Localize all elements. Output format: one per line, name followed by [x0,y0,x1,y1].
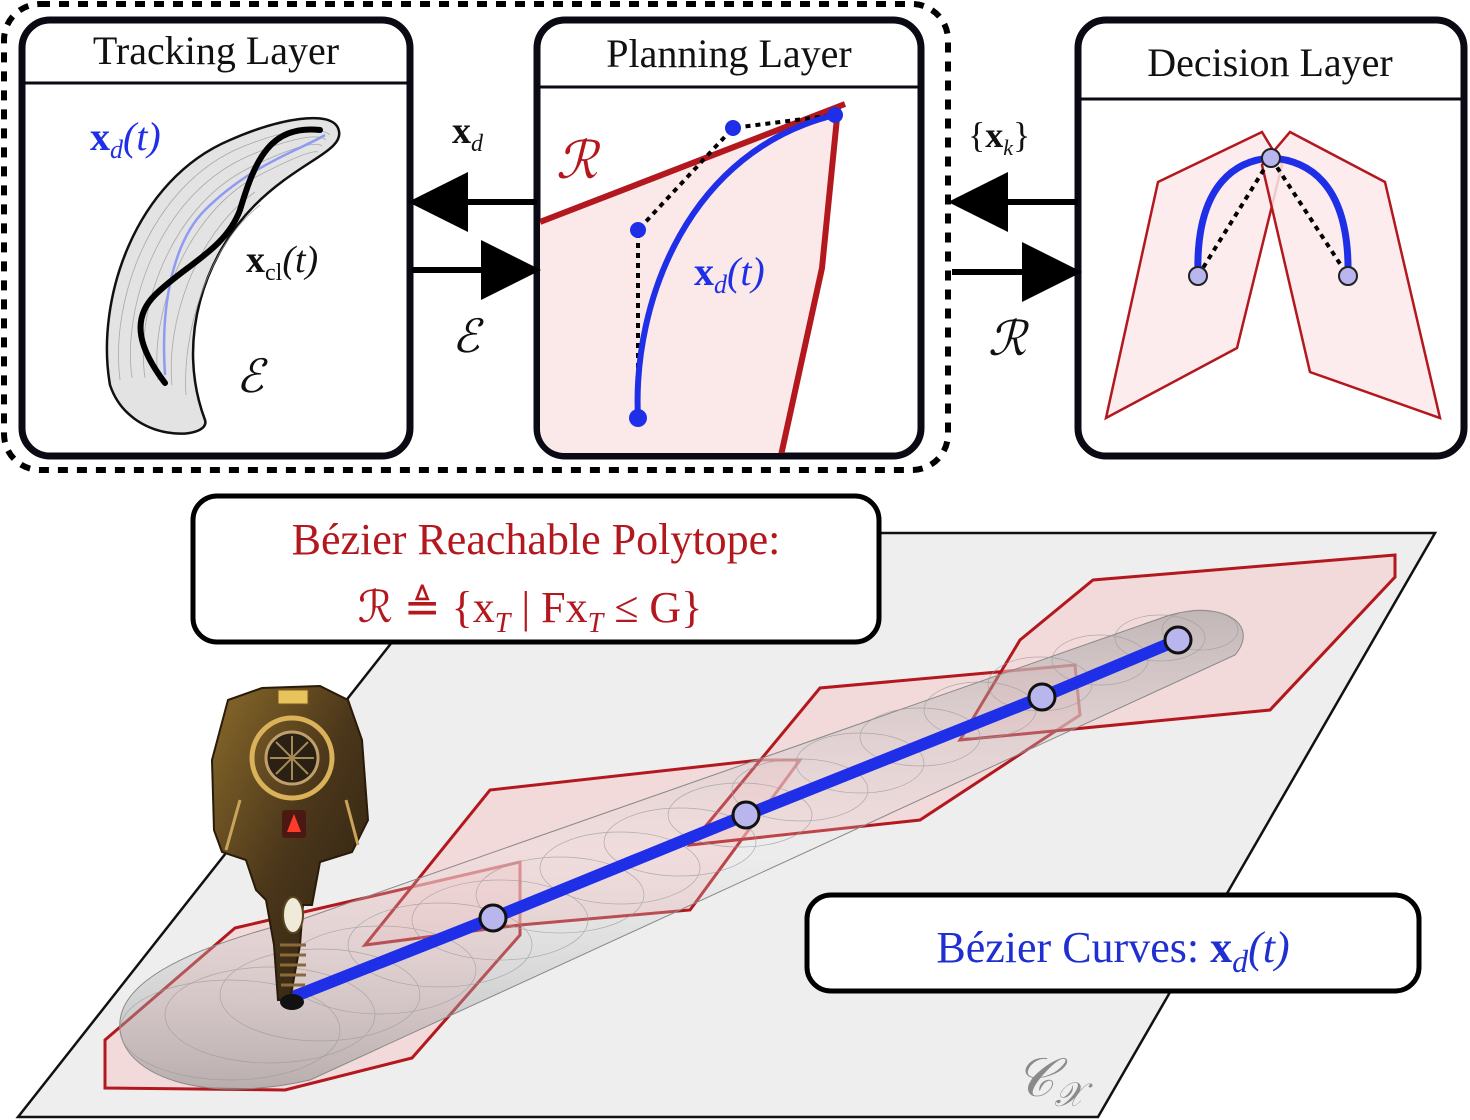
decision-node [1188,266,1208,286]
tracking-closed-loop-path [137,126,323,386]
tracking-planning-group-outline [1,1,951,473]
decision-control-polygon [1196,154,1350,278]
polytope-callout-title: Bézier Reachable Polytope: [292,515,781,564]
planning-control-polygon [636,113,836,418]
tracking-xcl-label: xcl(t) [246,239,318,286]
arrow-polytope-label: ℛ [988,313,1030,366]
planning-bezier-curve [634,112,836,419]
planning-control-point [630,222,646,238]
arrow-xd-label: xd [452,110,484,157]
trajectory-waypoint [478,903,508,933]
trajectory-waypoint [1027,682,1057,712]
polytope-callout-formula: ℛ ≜ {xT | FxT ≤ G} [358,583,703,639]
polytope-callout: Bézier Reachable Polytope: ℛ ≜ {xT | FxT… [190,493,882,645]
biped-robot-icon [210,684,370,1010]
planning-polytope-label: ℛ [556,133,601,190]
trajectory-waypoint [731,800,761,830]
tracking-ellipsoid-label: ℰ [236,351,268,402]
configuration-space-label: 𝒞𝒳 [1015,1048,1093,1114]
decision-layer-title: Decision Layer [1147,40,1392,85]
planning-control-point [629,409,647,427]
arrow-ellipsoid-label: ℰ [452,311,484,362]
planning-layer-title: Planning Layer [606,31,852,76]
planning-xd-label: xd(t) [694,249,765,299]
decision-layer-panel: Decision Layer [1074,16,1468,460]
decision-node [1261,148,1281,168]
tracking-xd-label: xd(t) [90,114,161,164]
tracking-layer-title: Tracking Layer [93,28,339,73]
arrow-waypoints-label: {xk} [968,115,1030,160]
decision-node [1338,266,1358,286]
planning-control-point [725,120,741,136]
tracking-layer-panel: Tracking Layer xd(t) xcl(t) ℰ [18,16,414,460]
trajectory-waypoint [1163,625,1193,655]
planning-control-point [827,107,843,123]
tracking-reference-curve [162,133,326,376]
curves-callout-label: Bézier Curves: xd(t) [936,923,1289,979]
curves-callout: Bézier Curves: xd(t) [804,892,1422,994]
planning-layer-panel: Planning Layer ℛ xd(t) [533,16,925,460]
